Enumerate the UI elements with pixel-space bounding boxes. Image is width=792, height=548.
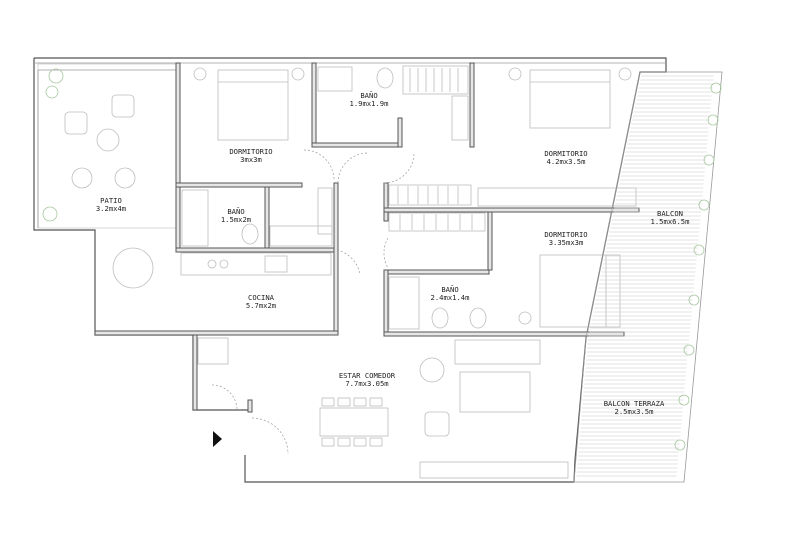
door-swings xyxy=(211,149,415,455)
patio-area xyxy=(37,63,177,229)
living-furniture xyxy=(112,247,569,479)
bedroom-furniture xyxy=(193,67,637,328)
kitchen-counter xyxy=(180,252,332,276)
bathroom-fixtures xyxy=(181,66,487,365)
balcony-deck xyxy=(573,71,723,483)
interior-walls xyxy=(94,62,640,413)
closets xyxy=(269,65,486,247)
entrance-arrow-icon xyxy=(213,431,222,447)
